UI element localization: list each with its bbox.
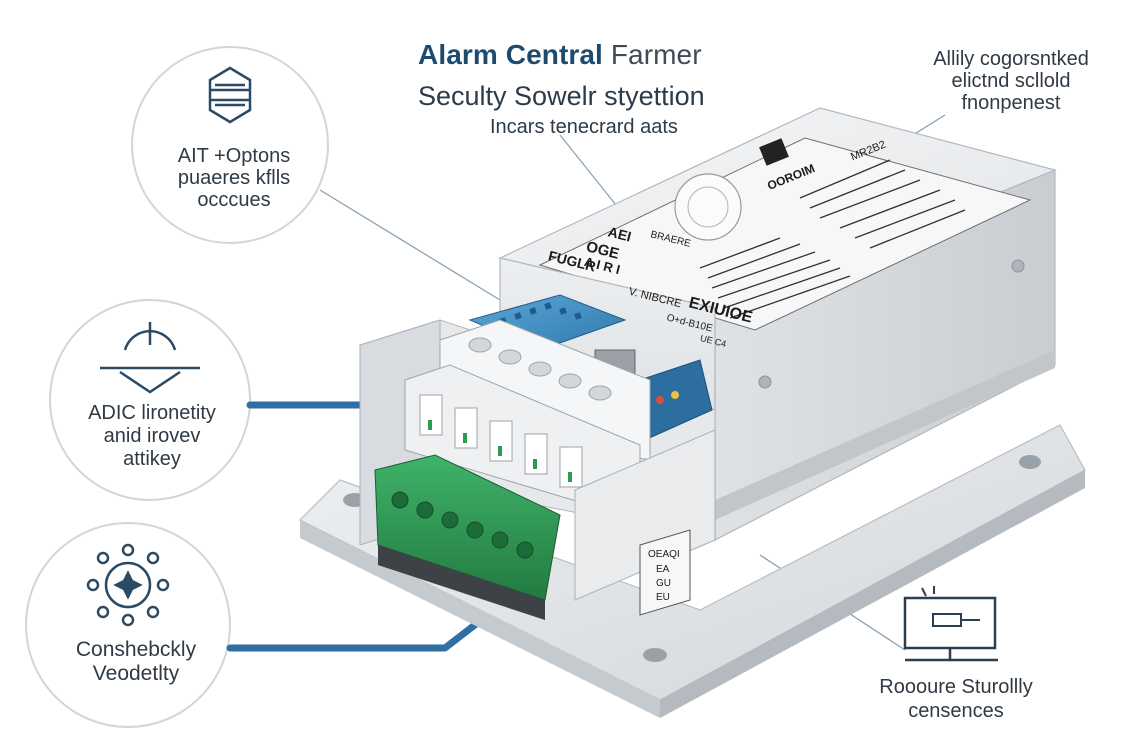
side-label-line-4: EU <box>656 592 670 603</box>
callout-connectivity: ADIC lironetity anid irovev attikey <box>52 402 252 471</box>
mount-hole-3 <box>1019 455 1041 469</box>
monitor-icon <box>903 586 998 662</box>
diagram-subtitle: Seculty Sowelr styettion <box>418 81 705 111</box>
callout-line: AIT +Optons <box>177 145 291 167</box>
callout-network: Conshebckly Veodetlty <box>36 638 236 686</box>
base-plate-edge-right <box>660 470 1085 718</box>
callout-top-right: Allily cogorsntked elictnd scllold fnonp… <box>916 48 1106 114</box>
front-cover-flap <box>574 429 716 601</box>
enclosure-screw-2 <box>758 375 772 389</box>
diagram-title: Alarm Central Farmer <box>418 38 748 72</box>
callout-line: Veodetlty <box>92 662 180 685</box>
side-label-line-3: GU <box>656 578 671 589</box>
callout-line: puaeres kflls <box>177 167 291 189</box>
callout-circle-options <box>131 46 329 244</box>
callout-line: Allily cogorsntked <box>933 48 1089 70</box>
side-label-line-1: OEAQI <box>648 549 680 560</box>
callout-line: attikey <box>123 448 181 470</box>
title-bold: Alarm Central <box>418 39 603 70</box>
server-rack-icon <box>208 66 252 124</box>
pcb-led-yellow <box>671 391 679 399</box>
terminal-base-strip <box>378 545 545 620</box>
pcb-led-red <box>656 396 664 404</box>
callout-line: Conshebckly <box>75 638 197 661</box>
callout-line: anid irovev <box>103 425 201 447</box>
callout-remote: Roooure Sturollly censences <box>866 675 1046 723</box>
enclosure-screw-1 <box>1011 259 1025 273</box>
callout-line: ADIC lironetity <box>88 402 216 424</box>
brand-logo-mark <box>759 138 789 166</box>
label-text-lines <box>699 159 966 319</box>
certification-seal <box>674 173 742 241</box>
breaker-switches <box>419 394 583 488</box>
enclosure-side-seam <box>715 350 1055 520</box>
callout-line: Roooure Sturollly <box>879 676 1033 698</box>
green-terminal-screws <box>391 491 534 559</box>
callout-circle-connectivity <box>49 299 251 501</box>
component-label: Incars tenecrard aats <box>490 116 678 138</box>
base-plate-edge <box>300 520 660 718</box>
network-hub-icon <box>86 543 170 627</box>
callout-line: occcues <box>197 189 271 211</box>
side-label-line-2: EA <box>656 564 670 575</box>
callout-line: censences <box>908 700 1004 722</box>
callout-line: fnonpenest <box>961 92 1061 114</box>
title-light: Farmer <box>610 39 702 70</box>
certification-seal-inner <box>687 186 729 228</box>
mount-hole-2 <box>643 648 667 662</box>
callout-options: AIT +Optons puaeres kflls occcues <box>144 145 324 211</box>
side-spec-label <box>639 529 691 616</box>
breaker-indicators <box>428 420 572 482</box>
leader-line-options <box>319 189 501 301</box>
power-shield-icon <box>100 322 200 394</box>
module-buttons <box>468 337 612 401</box>
callout-line: elictnd scllold <box>951 70 1071 92</box>
